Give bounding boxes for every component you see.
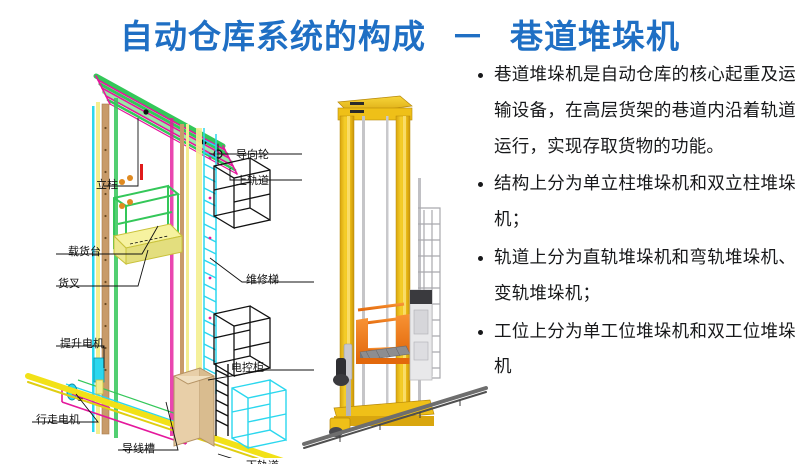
cad-label-maintenance-ladder: 维修梯: [246, 273, 279, 286]
bullet-dot-icon: [478, 255, 483, 261]
cad-label-control-cabinet: 电控柜: [231, 361, 264, 374]
bullet-list: 巷道堆垛机是自动仓库的核心起重及运输设备，在高层货架的巷道内沿着轨道运行，实现存…: [470, 58, 796, 388]
page-title: 自动仓库系统的构成 － 巷道堆垛机: [120, 17, 680, 56]
cad-label-mast: 立柱: [96, 178, 118, 191]
cad-label-fork: 货叉: [58, 277, 80, 290]
stacker-crane-photo: [300, 58, 490, 458]
cad-label-lower-rail: 下轨道: [246, 457, 279, 464]
list-item: 工位上分为单工位堆垛机和双工位堆垛机: [470, 315, 796, 387]
cad-label-upper-rail: 上轨道: [236, 174, 269, 187]
bullet-text: 巷道堆垛机是自动仓库的核心起重及运输设备，在高层货架的巷道内沿着轨道运行，实现存…: [494, 65, 796, 157]
bullet-text: 结构上分为单立柱堆垛机和双立柱堆垛机；: [494, 174, 796, 231]
bullet-dot-icon: [478, 73, 483, 78]
list-item: 结构上分为单立柱堆垛机和双立柱堆垛机；: [470, 167, 796, 239]
cad-label-guide-wheel: 导向轮: [236, 148, 269, 161]
stacker-crane-illustration: [302, 95, 488, 449]
bullet-text: 轨道上分为直轨堆垛机和弯轨堆垛机、变轨堆垛机；: [494, 247, 796, 304]
cad-diagram-figure: 导向轮 上轨道 立柱 载货台 货叉 维修梯 提升电机 电控柜 行走电机 导线槽 …: [18, 58, 318, 464]
list-item: 轨道上分为直轨堆垛机和弯轨堆垛机、变轨堆垛机；: [470, 241, 796, 313]
cad-diagram-illustration: [25, 73, 314, 458]
list-item: 巷道堆垛机是自动仓库的核心起重及运输设备，在高层货架的巷道内沿着轨道运行，实现存…: [470, 58, 796, 165]
cad-label-load-platform: 载货台: [68, 245, 101, 258]
bullet-dot-icon: [478, 182, 483, 188]
bullet-text: 工位上分为单工位堆垛机和双工位堆垛机: [494, 321, 796, 378]
cad-label-cable-duct: 导线槽: [122, 442, 155, 455]
bullet-dot-icon: [478, 329, 483, 335]
cad-label-travel-motor: 行走电机: [36, 413, 80, 426]
cad-label-hoist-motor: 提升电机: [60, 337, 104, 350]
